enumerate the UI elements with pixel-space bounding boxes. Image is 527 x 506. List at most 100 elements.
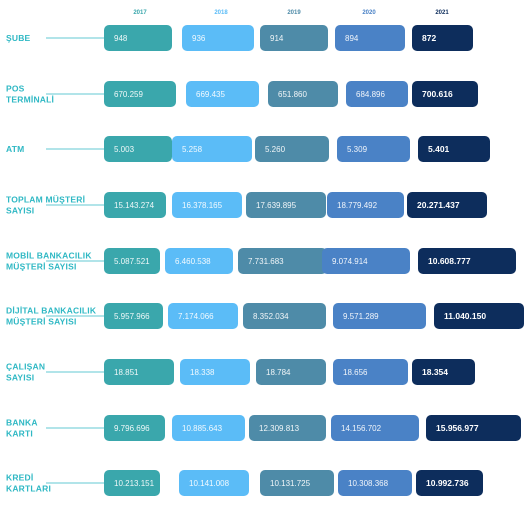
value-label-4-4: 10.608.777 (428, 256, 471, 266)
value-pill-5-2 (243, 303, 326, 329)
row-label-8-0: KREDİ (6, 473, 33, 483)
value-pill-3-1 (172, 192, 242, 218)
row-label-7-1: KARTI (6, 429, 33, 439)
value-label-7-4: 15.956.977 (436, 423, 479, 433)
row-label-2-0: ATM (6, 144, 24, 154)
value-pill-0-1 (182, 25, 254, 51)
value-pill-8-1 (179, 470, 249, 496)
value-label-3-1: 16.378.165 (182, 201, 223, 210)
row-label-4-1: MÜŞTERİ SAYISI (6, 262, 77, 272)
value-pill-6-4 (412, 359, 475, 385)
row-label-3-0: TOPLAM MÜŞTERİ (6, 195, 85, 205)
value-label-8-1: 10.141.008 (189, 479, 230, 488)
row-label-1-0: POS (6, 84, 25, 94)
value-pill-1-4 (412, 81, 478, 107)
value-pill-8-3 (338, 470, 412, 496)
value-pill-1-0 (104, 81, 176, 107)
value-label-4-1: 6.460.538 (175, 257, 211, 266)
value-pill-0-2 (260, 25, 328, 51)
value-pill-1-1 (186, 81, 259, 107)
value-pill-6-0 (104, 359, 174, 385)
value-label-7-1: 10.885.643 (182, 424, 223, 433)
value-pill-2-4 (418, 136, 490, 162)
value-pill-2-2 (255, 136, 329, 162)
value-pill-2-0 (104, 136, 172, 162)
year-header-2018: 2018 (214, 10, 228, 16)
value-label-1-1: 669.435 (196, 90, 225, 99)
value-pill-7-0 (104, 415, 165, 441)
value-pill-7-4 (426, 415, 521, 441)
value-label-8-3: 10.308.368 (348, 479, 389, 488)
value-label-5-4: 11.040.150 (444, 311, 486, 321)
value-label-0-3: 894 (345, 34, 359, 43)
value-pill-3-3 (327, 192, 404, 218)
value-pill-5-4 (434, 303, 524, 329)
value-label-7-2: 12.309.813 (259, 424, 300, 433)
value-label-4-0: 5.087.521 (114, 257, 150, 266)
value-pill-4-2 (238, 248, 327, 274)
value-pill-2-1 (172, 136, 252, 162)
value-label-3-2: 17.639.895 (256, 201, 297, 210)
value-pill-8-4 (416, 470, 483, 496)
value-label-5-2: 8.352.034 (253, 312, 289, 321)
row-label-4-0: MOBİL BANKACILIK (6, 251, 92, 261)
value-label-6-4: 18.354 (422, 367, 448, 377)
value-label-3-4: 20.271.437 (417, 200, 460, 210)
value-label-2-3: 5.309 (347, 145, 368, 154)
value-pill-4-4 (418, 248, 516, 274)
value-label-1-0: 670.259 (114, 90, 143, 99)
value-label-6-0: 18.851 (114, 368, 139, 377)
value-label-7-0: 9.796.696 (114, 424, 150, 433)
year-header-2017: 2017 (133, 10, 147, 16)
value-pill-7-2 (249, 415, 326, 441)
value-label-6-1: 18.338 (190, 368, 215, 377)
value-label-0-0: 948 (114, 34, 128, 43)
value-pill-5-0 (104, 303, 163, 329)
row-label-6-0: ÇALIŞAN (6, 362, 45, 372)
value-label-3-0: 15.143.274 (114, 201, 155, 210)
row-label-7-0: BANKA (6, 418, 38, 428)
value-pill-8-2 (260, 470, 334, 496)
year-header-2021: 2021 (435, 10, 449, 16)
value-pill-5-3 (333, 303, 426, 329)
value-label-1-2: 651.860 (278, 90, 307, 99)
value-label-6-3: 18.656 (343, 368, 368, 377)
value-pill-2-3 (337, 136, 410, 162)
row-label-3-1: SAYISI (6, 206, 34, 216)
row-label-1-1: TERMİNALİ (6, 95, 54, 105)
value-label-2-0: 5.003 (114, 145, 135, 154)
value-pill-6-1 (180, 359, 250, 385)
value-pill-4-3 (322, 248, 410, 274)
year-header-2019: 2019 (287, 10, 301, 16)
value-label-2-2: 5.260 (265, 145, 286, 154)
value-pill-1-3 (346, 81, 408, 107)
value-label-4-3: 9.074.914 (332, 257, 368, 266)
year-header-2020: 2020 (362, 10, 376, 16)
value-label-8-2: 10.131.725 (270, 479, 311, 488)
row-label-0-0: ŞUBE (6, 33, 31, 43)
value-pill-7-1 (172, 415, 245, 441)
value-pill-4-1 (165, 248, 233, 274)
value-pill-5-1 (168, 303, 238, 329)
row-label-5-0: DİJİTAL BANKACILIK (6, 306, 97, 316)
row-label-5-1: MÜŞTERİ SAYISI (6, 317, 77, 327)
row-label-8-1: KARTLARI (6, 484, 51, 494)
value-pill-0-0 (104, 25, 172, 51)
value-pill-3-2 (246, 192, 326, 218)
value-pill-0-4 (412, 25, 473, 51)
value-label-8-0: 10.213.151 (114, 479, 155, 488)
value-label-2-1: 5.258 (182, 145, 203, 154)
value-label-0-1: 936 (192, 34, 206, 43)
value-pill-3-0 (104, 192, 166, 218)
value-pill-6-2 (256, 359, 326, 385)
value-pill-3-4 (407, 192, 487, 218)
value-label-7-3: 14.156.702 (341, 424, 382, 433)
value-label-0-2: 914 (270, 34, 284, 43)
row-label-6-1: SAYISI (6, 373, 34, 383)
value-pill-0-3 (335, 25, 405, 51)
value-pill-7-3 (331, 415, 419, 441)
value-pill-1-2 (268, 81, 338, 107)
value-label-5-3: 9.571.289 (343, 312, 379, 321)
value-pill-6-3 (333, 359, 408, 385)
